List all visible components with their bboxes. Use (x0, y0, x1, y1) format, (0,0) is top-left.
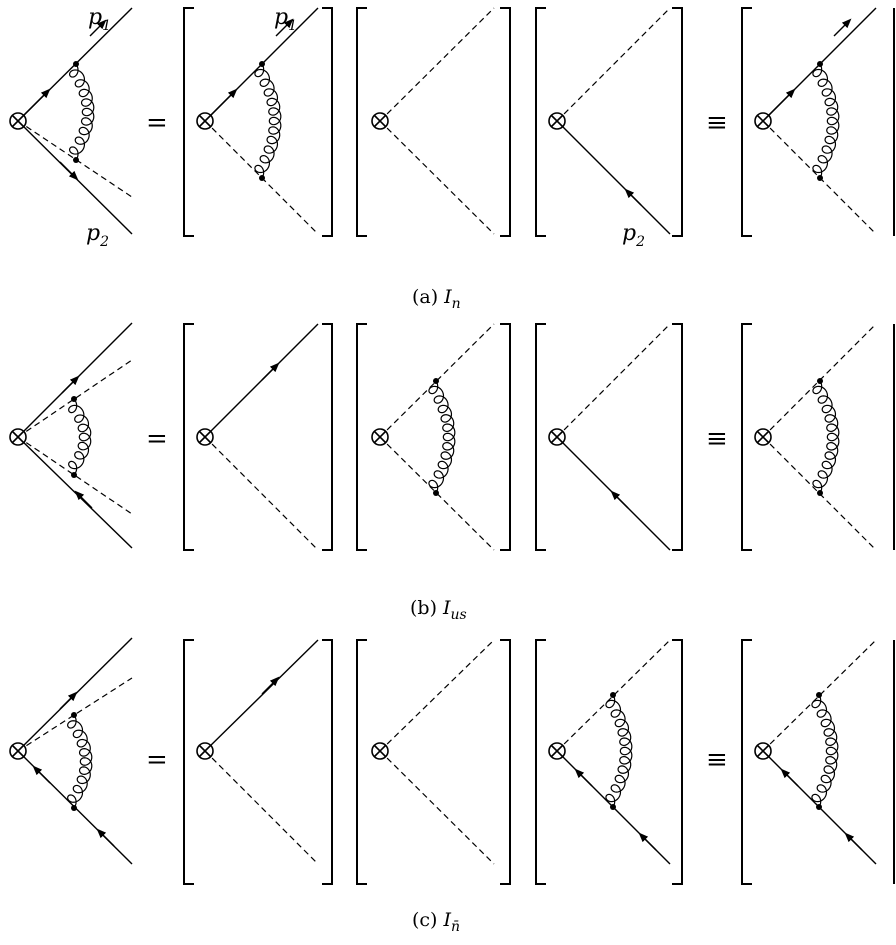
gluon-b-main (68, 398, 92, 476)
vertex-dot (73, 157, 79, 163)
operator-symbol (754, 112, 772, 130)
operator-symbol (196, 742, 214, 760)
diagram-c-main (9, 637, 133, 865)
gluon-a-box4 (812, 63, 840, 179)
diagram-a-box3: p2 (535, 7, 683, 250)
operator-symbol (754, 742, 772, 760)
diagram-b-main (9, 322, 133, 549)
caption-c: (c)In̄ (412, 909, 460, 935)
momentum-label-p1: p1 (88, 5, 111, 34)
gluon-c-box4 (811, 694, 839, 808)
equals-sign: = (146, 424, 168, 454)
diagram-b-box4 (741, 323, 895, 551)
caption-a: (a)In (412, 286, 461, 312)
operator-symbol (548, 112, 566, 130)
diagram-c-box1 (183, 639, 333, 885)
diagram-a-box2 (356, 7, 511, 237)
momentum-label-p2: p2 (622, 221, 645, 250)
diagram-c-box4 (741, 639, 895, 885)
row-c: = (9, 637, 895, 935)
operator-symbol (371, 112, 389, 130)
gluon-a-main (68, 63, 95, 161)
row-a: p1 p2 = p1 (9, 5, 895, 312)
equivalence-sign: ≡ (706, 108, 728, 138)
gluon-c-main (67, 714, 93, 809)
operator-symbol (196, 112, 214, 130)
gluon-b-box4 (812, 380, 840, 494)
diagram-b-box2 (356, 323, 511, 551)
operator-symbol (9, 742, 27, 760)
diagram-b-box1 (183, 323, 333, 551)
operator-symbol (371, 428, 389, 446)
diagram-a-box4 (741, 7, 895, 237)
operator-symbol (548, 742, 566, 760)
diagram-a-box1: p1 (183, 5, 333, 237)
gluon-b-box2 (428, 380, 456, 494)
operator-symbol (754, 428, 772, 446)
equals-sign: = (146, 108, 168, 138)
row-b: = (9, 322, 895, 623)
vertex-dot (73, 61, 79, 67)
equals-sign: = (146, 745, 168, 775)
caption-b: (b)Ius (410, 597, 467, 623)
operator-symbol (548, 428, 566, 446)
momentum-label-p2: p2 (86, 221, 109, 250)
diagram-c-box2 (356, 639, 511, 885)
equivalence-sign: ≡ (706, 424, 728, 454)
operator-symbol (9, 428, 27, 446)
diagram-b-box3 (535, 323, 683, 551)
equivalence-sign: ≡ (706, 745, 728, 775)
momentum-label-p1: p1 (274, 5, 297, 34)
diagram-c-box3 (535, 639, 683, 885)
operator-symbol (196, 428, 214, 446)
operator-symbol (9, 112, 27, 130)
operator-symbol (371, 742, 389, 760)
diagram-a-main: p1 p2 (9, 5, 133, 250)
gluon-a-box1 (254, 63, 282, 179)
gluon-c-box3 (605, 694, 633, 808)
